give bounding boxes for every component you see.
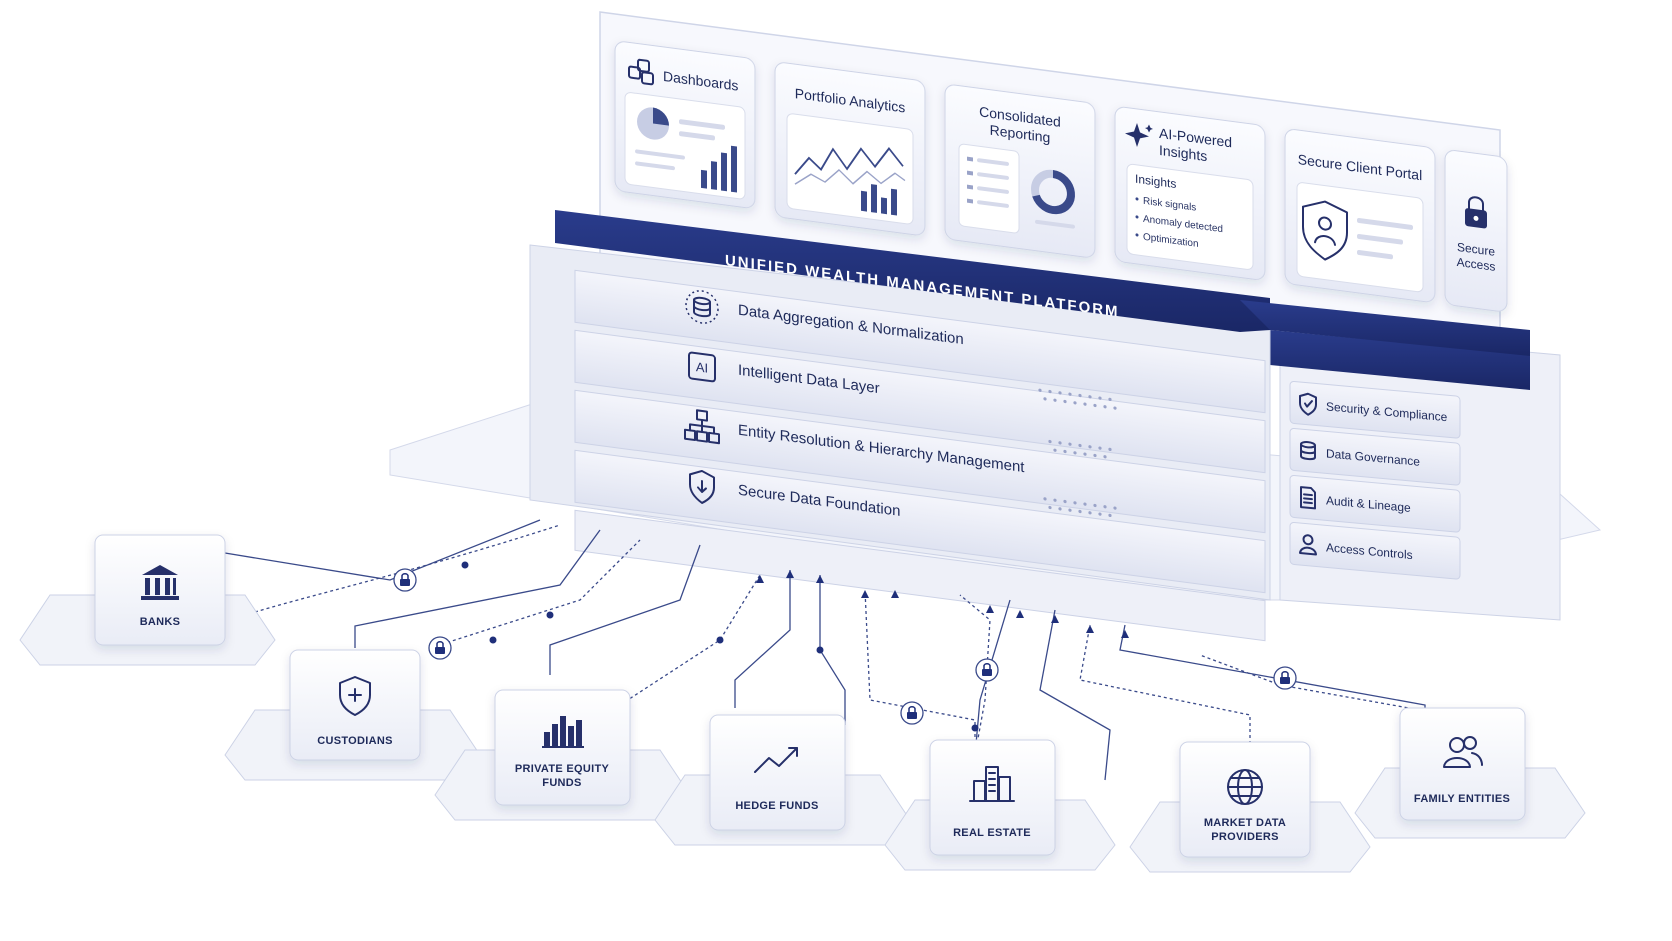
lock-icon xyxy=(428,636,452,660)
governance-audit-lineage[interactable]: Audit & Lineage xyxy=(1289,474,1461,533)
shield-user-icon xyxy=(1302,200,1348,261)
source-label-line2: FUNDS xyxy=(542,777,581,789)
hierarchy-icon xyxy=(684,409,720,445)
source-label-line1: MARKET DATA xyxy=(1204,817,1286,829)
ai-chip-text: AI xyxy=(696,359,708,376)
source-market-data-providers[interactable]: MARKET DATA PROVIDERS xyxy=(1129,741,1371,873)
source-hedge-funds[interactable]: HEDGE FUNDS xyxy=(654,714,911,846)
insights-panel-title: Insights xyxy=(1135,172,1176,191)
layer-dots xyxy=(1043,497,1117,518)
source-label: FAMILY ENTITIES xyxy=(1414,793,1510,805)
connector-locks xyxy=(393,568,1297,725)
module-label-line2: Access xyxy=(1457,255,1496,274)
source-label: BANKS xyxy=(140,616,181,628)
users-icon xyxy=(1443,736,1483,768)
source-custodians[interactable]: CUSTODIANS xyxy=(224,649,481,781)
bank-icon xyxy=(141,565,179,600)
user-icon xyxy=(1299,534,1317,556)
module-portfolio-analytics[interactable]: Portfolio Analytics xyxy=(774,62,926,237)
governance-security-compliance[interactable]: Security & Compliance xyxy=(1289,380,1461,439)
shield-check-icon xyxy=(1299,392,1317,416)
shield-plus-icon xyxy=(339,676,371,716)
source-label: CUSTODIANS xyxy=(317,735,393,747)
database-icon xyxy=(1300,441,1316,461)
layer-dots xyxy=(1038,388,1117,410)
module-secure-access[interactable]: Secure Access xyxy=(1444,149,1508,312)
sparkle-icon xyxy=(1125,122,1153,147)
source-label-line1: PRIVATE EQUITY xyxy=(515,763,610,775)
module-label-line2: Insights xyxy=(1159,142,1207,164)
layer-dots xyxy=(1048,439,1112,459)
lock-icon xyxy=(1465,196,1487,229)
module-dashboards[interactable]: Dashboards xyxy=(614,41,756,209)
source-label: REAL ESTATE xyxy=(953,827,1031,839)
platform-base xyxy=(574,509,1266,642)
lock-icon xyxy=(900,701,924,725)
ai-chip-icon: AI xyxy=(688,351,716,383)
buildings-icon xyxy=(969,766,1015,802)
layer-secure-data-foundation[interactable]: Secure Data Foundation xyxy=(574,436,1266,594)
lock-icon xyxy=(1273,666,1297,690)
document-icon xyxy=(1300,486,1316,510)
source-real-estate[interactable]: REAL ESTATE xyxy=(884,739,1116,871)
governance-access-controls[interactable]: Access Controls xyxy=(1289,521,1461,580)
lock-icon xyxy=(975,658,999,682)
line-chart-icon xyxy=(786,113,914,225)
module-consolidated-reporting[interactable]: Consolidated Reporting xyxy=(944,84,1096,259)
module-label-line2: Reporting xyxy=(990,122,1051,146)
governance-data-governance[interactable]: Data Governance xyxy=(1289,427,1461,486)
source-banks[interactable]: BANKS xyxy=(19,534,276,666)
module-cards: Dashboards Portfolio Analytics xyxy=(614,41,1508,312)
module-label-line1: Secure xyxy=(1457,240,1495,259)
source-family-entities[interactable]: FAMILY ENTITIES xyxy=(1354,707,1586,839)
platform-top-bar xyxy=(555,210,1530,356)
source-label: HEDGE FUNDS xyxy=(735,800,818,812)
report-icon xyxy=(958,143,1075,234)
shield-icon xyxy=(689,469,715,504)
lock-icon xyxy=(393,568,417,592)
trend-line-icon xyxy=(754,747,798,773)
bar-chart-icon xyxy=(542,716,584,748)
module-ai-powered-insights[interactable]: AI-Powered Insights Insights Risk signal… xyxy=(1114,106,1266,281)
governance-items: Security & Compliance Data Governance Au… xyxy=(1289,380,1461,580)
globe-icon xyxy=(1227,769,1263,805)
dashboard-icon xyxy=(628,58,654,86)
layer-intelligent-data[interactable]: AI Intelligent Data Layer xyxy=(574,328,1266,474)
insights-panel xyxy=(1126,163,1254,270)
source-label-line2: PROVIDERS xyxy=(1211,831,1279,843)
module-secure-client-portal[interactable]: Secure Client Portal xyxy=(1284,128,1436,303)
source-private-equity-funds[interactable]: PRIVATE EQUITY FUNDS xyxy=(434,689,691,821)
connector-nodes xyxy=(461,561,1129,732)
